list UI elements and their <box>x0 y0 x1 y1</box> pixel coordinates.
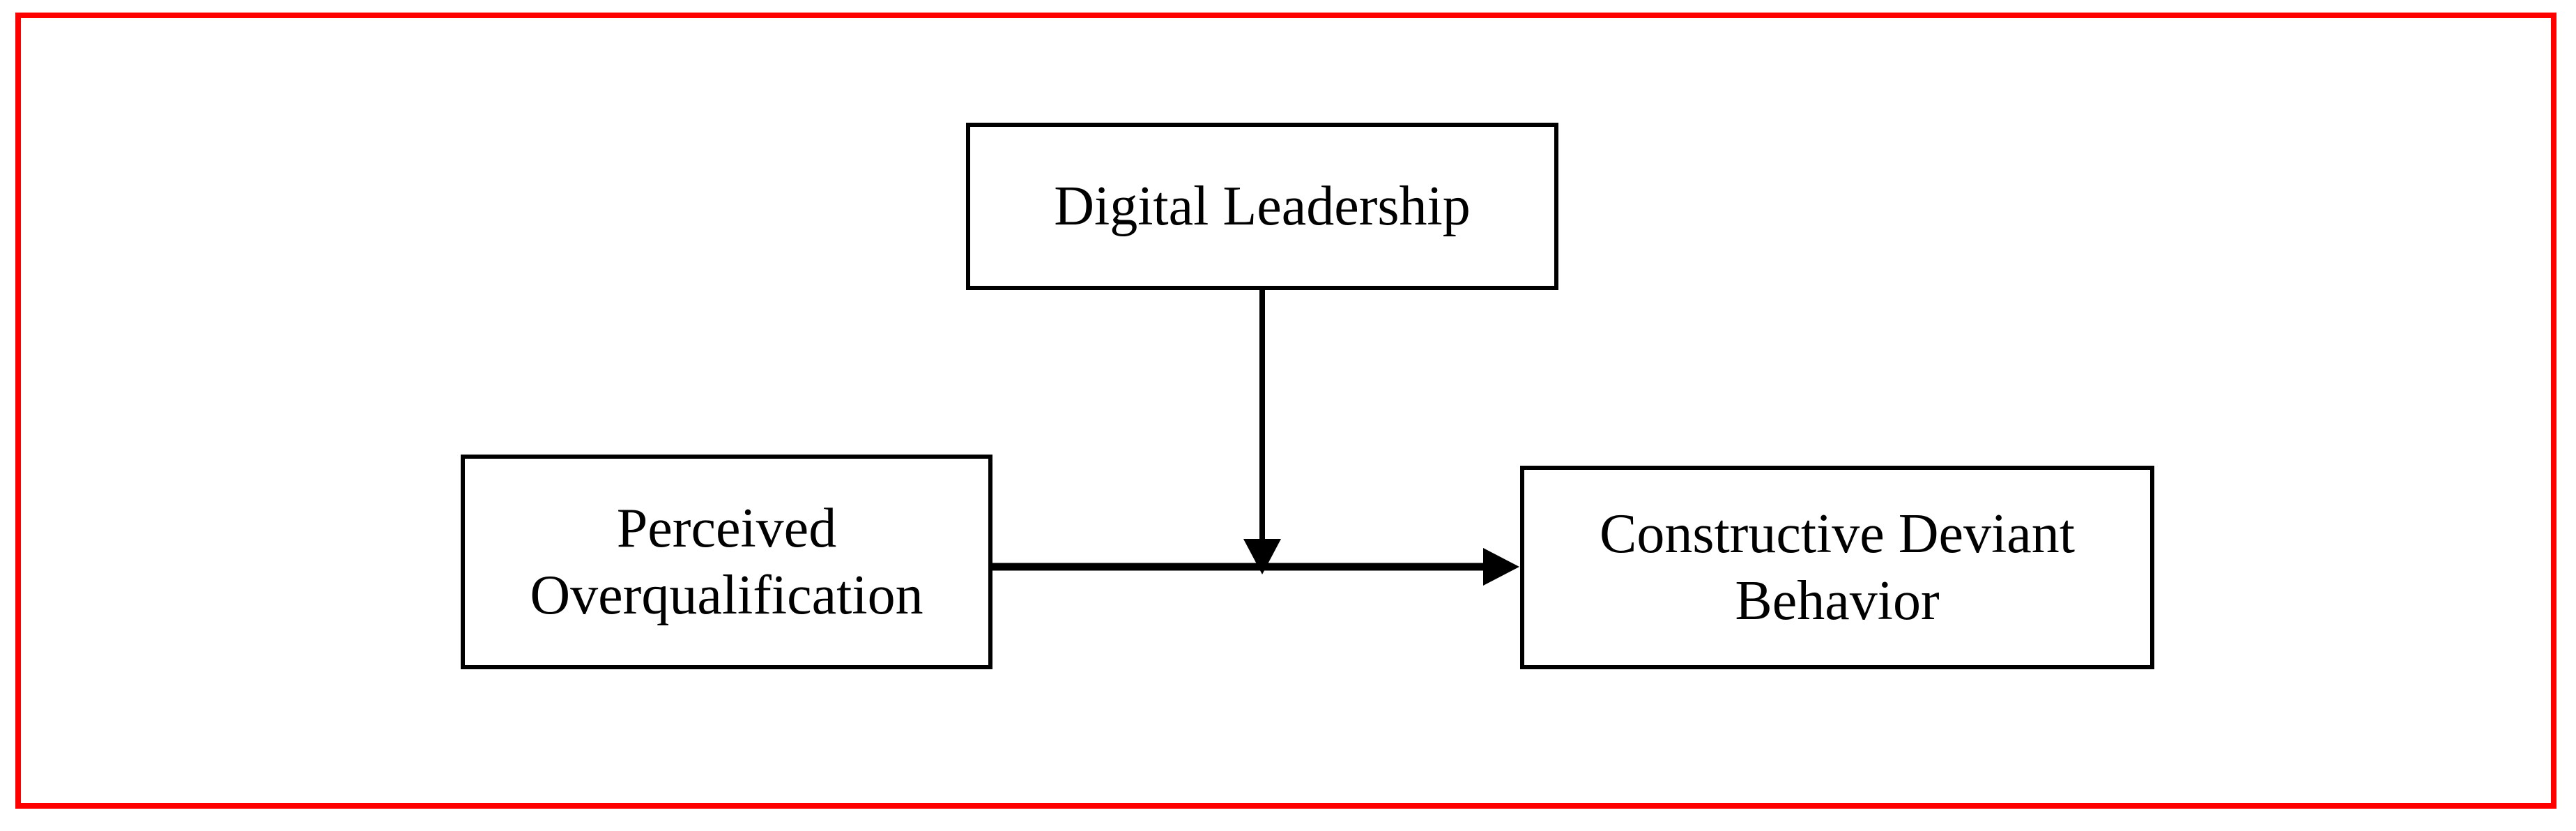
node-digital-leadership-label: Digital Leadership <box>1054 176 1471 237</box>
node-constructive-deviant-behavior: Constructive Deviant Behavior <box>1520 466 2154 669</box>
node-perceived-overqualification-label-line2: Overqualification <box>530 565 923 626</box>
node-constructive-deviant-behavior-label-line2: Behavior <box>1735 570 1940 632</box>
node-digital-leadership: Digital Leadership <box>966 123 1558 290</box>
figure-border-frame <box>15 13 2556 809</box>
node-constructive-deviant-behavior-label-line1: Constructive Deviant <box>1599 503 2076 565</box>
node-perceived-overqualification-label-line1: Perceived <box>616 498 837 559</box>
node-perceived-overqualification: Perceived Overqualification <box>461 455 992 669</box>
